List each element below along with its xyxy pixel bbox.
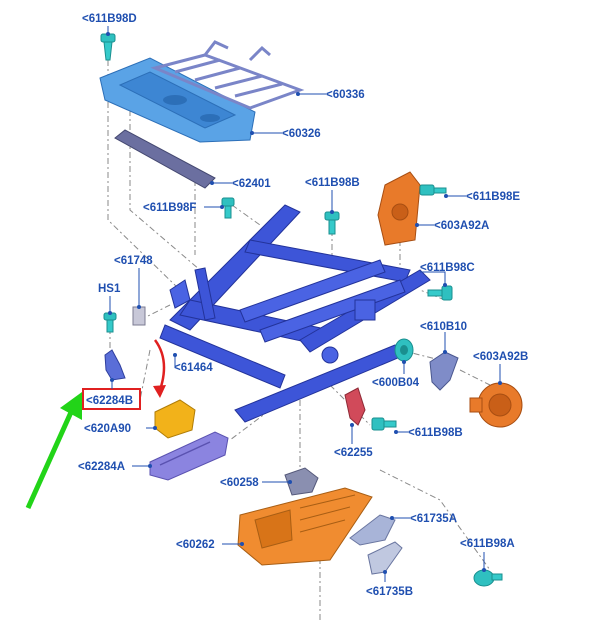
bracket-61735A <box>349 514 396 546</box>
pad-620A90 <box>154 399 196 439</box>
push-pin-icon <box>100 33 116 61</box>
label-611B98F: <611B98F <box>143 202 196 214</box>
label-610B10: <610B10 <box>420 321 467 333</box>
label-611B98B-top: <611B98B <box>305 177 360 189</box>
screw-icon <box>473 569 503 587</box>
red-curved-arrow-icon <box>153 339 166 398</box>
screw-HS1 <box>103 312 117 333</box>
bushing-600B04 <box>394 338 414 362</box>
label-600B04: <600B04 <box>372 377 420 389</box>
label-60262: <60262 <box>176 539 215 551</box>
screw-611B98C <box>427 285 453 301</box>
bracket-61735B <box>367 541 403 575</box>
rail-60262 <box>237 487 373 566</box>
block-61748 <box>132 306 146 326</box>
label-611B98B-bottom: <611B98B <box>408 427 463 439</box>
seat-pan-60326 <box>99 57 256 143</box>
label-62284A: <62284A <box>78 461 125 473</box>
bracket-603A92A <box>377 171 421 246</box>
cover-62284A <box>149 431 229 481</box>
label-611B98A: <611B98A <box>460 538 515 550</box>
screw-611B98A <box>473 569 503 587</box>
screw-icon <box>103 312 117 333</box>
label-603A92B: <603A92B <box>473 351 528 363</box>
screw-611B98B-top <box>324 211 340 235</box>
screw-icon <box>221 197 235 219</box>
screw-icon <box>419 184 447 196</box>
label-61464: <61464 <box>174 362 213 374</box>
push-pin-611B98D <box>100 33 116 61</box>
bracket-62255 <box>344 387 366 426</box>
label-62401: <62401 <box>232 178 271 190</box>
recliner-603A92B <box>469 382 523 428</box>
bracket-60258 <box>284 467 319 496</box>
leader-lines <box>106 26 502 582</box>
screw-611B98B-bottom <box>371 417 397 431</box>
label-60336: <60336 <box>326 89 365 101</box>
label-611B98D: <611B98D <box>82 13 137 25</box>
screw-611B98F <box>221 197 235 219</box>
label-61735B: <61735B <box>366 586 413 598</box>
label-61748: <61748 <box>114 255 153 267</box>
screw-icon <box>371 417 397 431</box>
label-62284B: <62284B <box>86 395 133 407</box>
part-labels: <611B98D <60336 <60326 <62401 <611B98F <… <box>78 13 528 598</box>
label-60258: <60258 <box>220 477 259 489</box>
label-60326: <60326 <box>282 128 321 140</box>
label-611B98E: <611B98E <box>466 191 520 203</box>
seat-frame-61464 <box>159 204 431 423</box>
label-611B98C: <611B98C <box>420 262 475 274</box>
screw-icon <box>427 285 453 301</box>
label-HS1: HS1 <box>98 283 121 295</box>
screw-icon <box>324 211 340 235</box>
clip-62284B <box>104 349 126 381</box>
green-pointer-arrow-icon <box>25 392 82 510</box>
label-62255: <62255 <box>334 447 373 459</box>
bar-62401 <box>114 129 216 189</box>
label-620A90: <620A90 <box>84 423 131 435</box>
label-603A92A: <603A92A <box>434 220 489 232</box>
wire-suspension-60336 <box>150 40 305 110</box>
screw-611B98E <box>419 184 447 196</box>
bracket-610B10 <box>429 351 459 391</box>
label-61735A: <61735A <box>410 513 457 525</box>
